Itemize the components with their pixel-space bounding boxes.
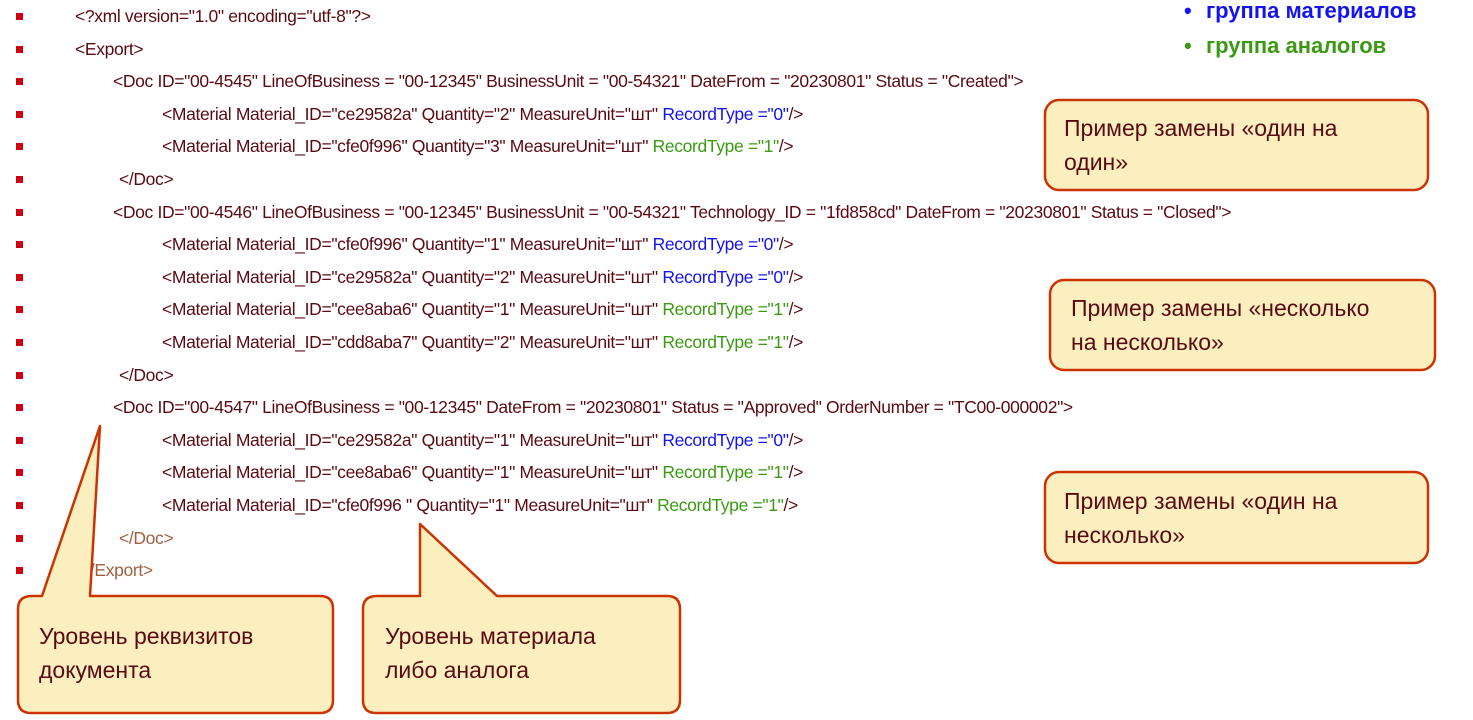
callout-one-to-many: Пример замены «один на несколько»: [1064, 484, 1337, 552]
callout-line: Уровень реквизитов: [39, 623, 254, 649]
bullet-icon: [16, 110, 23, 118]
code-segment: <Material Material_ID="cee8aba6" Quantit…: [162, 299, 663, 320]
code-segment: </Doc>: [119, 364, 174, 385]
code-segment: <Material Material_ID="cfe0f996" Quantit…: [162, 136, 653, 157]
code-text: <Doc ID="00-4547" LineOfBusiness = "00-1…: [113, 391, 1073, 423]
code-segment: </Doc>: [119, 169, 174, 189]
callout-box-one-to-one: [1043, 98, 1430, 192]
record-type-analog: RecordType ="1": [662, 462, 789, 483]
code-text: <Material Material_ID="cdd8aba7" Quantit…: [162, 326, 803, 358]
callout-box-many-to-many: [1048, 278, 1437, 372]
record-type-material: RecordType ="0": [662, 429, 789, 450]
code-text: </Doc>: [119, 522, 174, 554]
record-type-analog: RecordType ="1": [662, 299, 789, 320]
code-text: <Material Material_ID="cfe0f996" Quantit…: [162, 130, 794, 162]
code-text: </Doc>: [119, 163, 174, 195]
code-segment: <Material Material_ID="cfe0f996 " Quanti…: [162, 495, 658, 515]
legend-item-materials: • группа материалов: [1184, 0, 1417, 24]
bullet-icon: [16, 339, 23, 346]
bullet-icon: [16, 534, 23, 542]
code-segment: <Material Material_ID="cfe0f996" Quantit…: [162, 234, 653, 255]
code-segment: />: [788, 429, 804, 450]
code-segment: />: [778, 136, 794, 157]
code-text: </Doc>: [119, 359, 174, 391]
code-segment: </Export>: [80, 560, 153, 581]
code-segment: <Material Material_ID="ce29582a" Quantit…: [162, 266, 663, 287]
code-text: <?xml version="1.0" encoding="utf-8"?>: [75, 0, 371, 32]
bullet-icon: [16, 143, 23, 151]
callout-line: Уровень материала: [385, 623, 596, 649]
bullet-icon: •: [1184, 0, 1192, 23]
legend-item-analogs: • группа аналогов: [1184, 33, 1386, 59]
callout-line: документа: [39, 657, 152, 683]
record-type-analog: RecordType ="1": [652, 136, 780, 157]
code-segment: />: [778, 234, 794, 255]
callout-box-material-level: [361, 522, 682, 715]
record-type-material: RecordType ="0": [662, 103, 789, 124]
code-text: <Material Material_ID="cee8aba6" Quantit…: [162, 456, 803, 488]
code-segment: />: [788, 332, 804, 352]
bullet-icon: [16, 176, 23, 183]
callout-line: один»: [1064, 149, 1129, 175]
code-text: <Material Material_ID="cfe0f996" Quantit…: [162, 228, 794, 260]
bullet-icon: [16, 273, 23, 281]
code-text: <Material Material_ID="cfe0f996 " Quanti…: [162, 489, 798, 521]
bullet-icon: [16, 502, 23, 509]
bullet-icon: [16, 404, 23, 412]
code-segment: <Material Material_ID="ce29582a" Quantit…: [162, 429, 663, 450]
bullet-icon: [16, 241, 23, 249]
code-segment: <Export>: [75, 38, 144, 59]
code-text: </Export>: [80, 554, 153, 586]
callout-line: Пример замены «один на: [1064, 488, 1338, 514]
code-segment: />: [788, 299, 804, 320]
callout-box-doc-level: [16, 424, 335, 715]
callout-line: Пример замены «несколько: [1071, 295, 1370, 321]
callout-material-level: Уровень материала либо аналога: [385, 619, 596, 687]
code-text: <Material Material_ID="ce29582a" Quantit…: [162, 261, 803, 293]
code-segment: />: [783, 495, 798, 515]
callout-doc-level: Уровень реквизитов документа: [39, 619, 253, 687]
bullet-icon: [16, 13, 23, 20]
code-segment: />: [788, 462, 804, 483]
record-type-analog: RecordType ="1": [657, 495, 784, 515]
bullet-icon: [16, 371, 23, 379]
code-segment: <Material Material_ID="cdd8aba7" Quantit…: [162, 332, 663, 352]
code-segment: <Doc ID="00-4546" LineOfBusiness = "00-1…: [113, 201, 1232, 222]
code-segment: />: [788, 266, 804, 287]
legend-label: группа аналогов: [1206, 33, 1387, 58]
code-text: <Doc ID="00-4545" LineOfBusiness = "00-1…: [113, 65, 1024, 97]
bullet-icon: [16, 78, 23, 86]
code-text: <Export>: [75, 33, 144, 65]
record-type-analog: RecordType ="1": [662, 332, 789, 352]
callout-box-one-to-many: [1043, 470, 1430, 565]
code-segment: />: [788, 103, 804, 124]
bullet-icon: [16, 306, 23, 314]
code-segment: <Material Material_ID="cee8aba6" Quantit…: [162, 462, 663, 483]
callout-line: несколько»: [1064, 522, 1185, 548]
callout-line: на несколько»: [1071, 329, 1224, 355]
callout-line: Пример замены «один на: [1064, 115, 1338, 141]
bullet-icon: [16, 567, 23, 575]
legend-label: группа материалов: [1206, 0, 1417, 23]
bullet-icon: [16, 436, 23, 444]
code-text: <Material Material_ID="ce29582a" Quantit…: [162, 98, 803, 130]
bullet-icon: [16, 45, 23, 53]
callout-one-to-one: Пример замены «один на один»: [1064, 111, 1337, 179]
bullet-icon: [16, 469, 23, 477]
record-type-material: RecordType ="0": [652, 234, 780, 255]
callout-line: либо аналога: [385, 657, 530, 683]
code-text: <Material Material_ID="ce29582a" Quantit…: [162, 424, 803, 456]
code-text: <Doc ID="00-4546" LineOfBusiness = "00-1…: [113, 196, 1231, 228]
code-segment: <Doc ID="00-4545" LineOfBusiness = "00-1…: [113, 71, 1024, 92]
bullet-icon: •: [1184, 33, 1192, 58]
code-segment: </Doc>: [119, 527, 174, 548]
bullet-icon: [16, 208, 23, 216]
code-segment: <Material Material_ID="ce29582a" Quantit…: [162, 103, 663, 124]
code-segment: <Doc ID="00-4547" LineOfBusiness = "00-1…: [113, 397, 1073, 418]
code-text: <Material Material_ID="cee8aba6" Quantit…: [162, 293, 803, 325]
code-segment: <?xml version="1.0" encoding="utf-8"?>: [75, 6, 371, 26]
callout-many-to-many: Пример замены «несколько на несколько»: [1071, 291, 1369, 359]
record-type-material: RecordType ="0": [662, 266, 789, 287]
